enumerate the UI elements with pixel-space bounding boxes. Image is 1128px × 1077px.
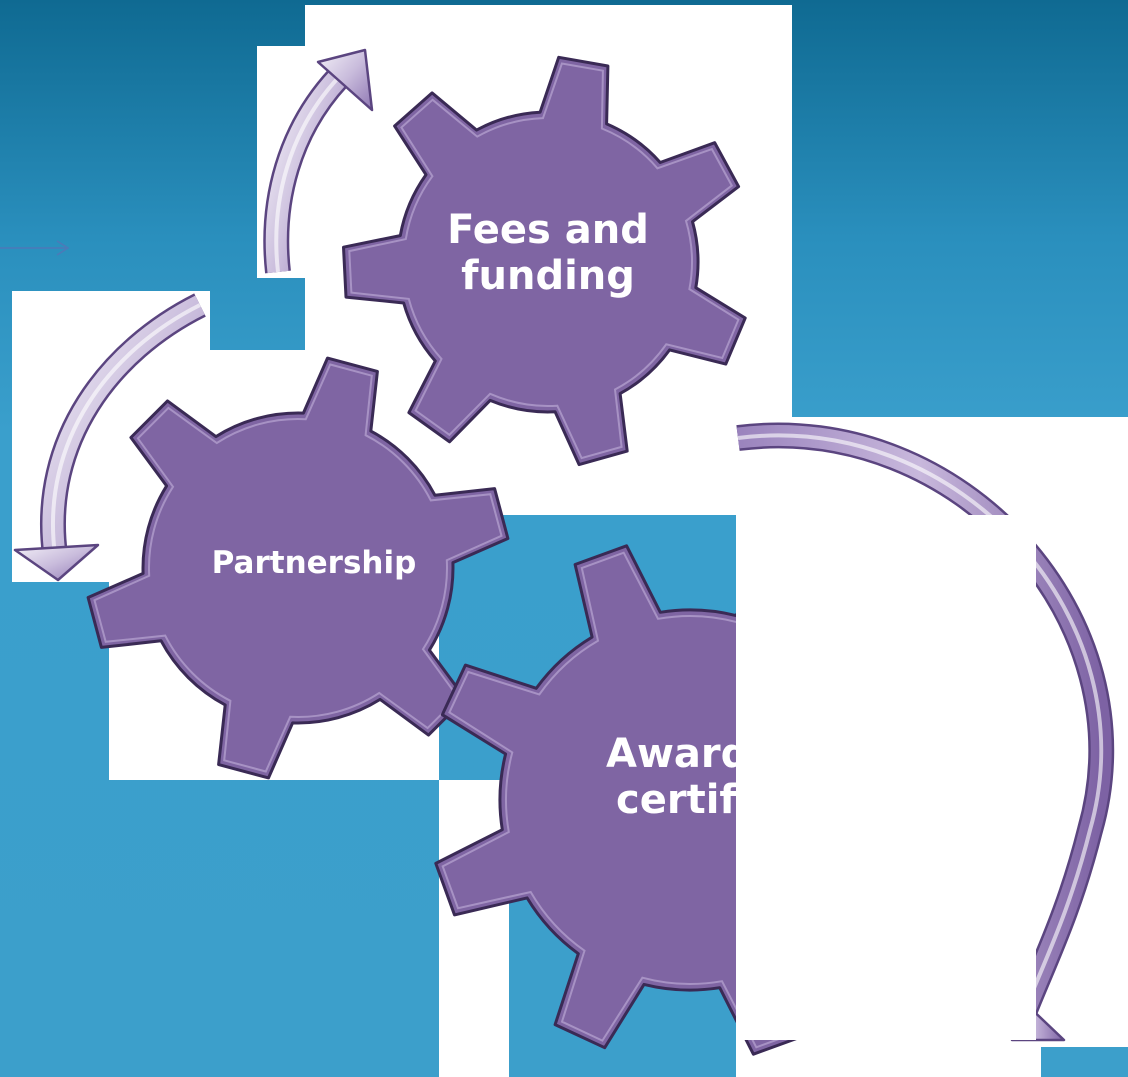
arrow-to-partnership-head <box>13 543 100 582</box>
gear-fees-highlight <box>348 62 740 460</box>
arrow-to-partnership <box>13 293 206 582</box>
arrow-to-awards-shine <box>737 433 1104 1011</box>
gear-fees <box>342 55 747 467</box>
gear-label-awards: Award certif <box>597 731 737 823</box>
small-arrow-icon <box>0 240 70 256</box>
gear-label-awards-line2: certif <box>616 777 737 823</box>
gear-label-fees-line2: funding <box>461 253 635 299</box>
gear-label-partnership-line1: Partnership <box>211 545 417 581</box>
arrow-to-fees <box>263 48 374 274</box>
gear-partnership-highlight <box>93 363 503 773</box>
gear-label-awards-line1: Award <box>606 731 737 777</box>
gear-label-partnership: Partnership <box>209 545 419 582</box>
arrow-to-fees-head <box>316 48 374 112</box>
gear-label-fees-line1: Fees and <box>447 207 649 253</box>
arrow-to-partnership-shine <box>51 303 201 556</box>
gear-label-fees: Fees and funding <box>408 207 688 299</box>
arrow-to-fees-shine <box>274 76 340 273</box>
